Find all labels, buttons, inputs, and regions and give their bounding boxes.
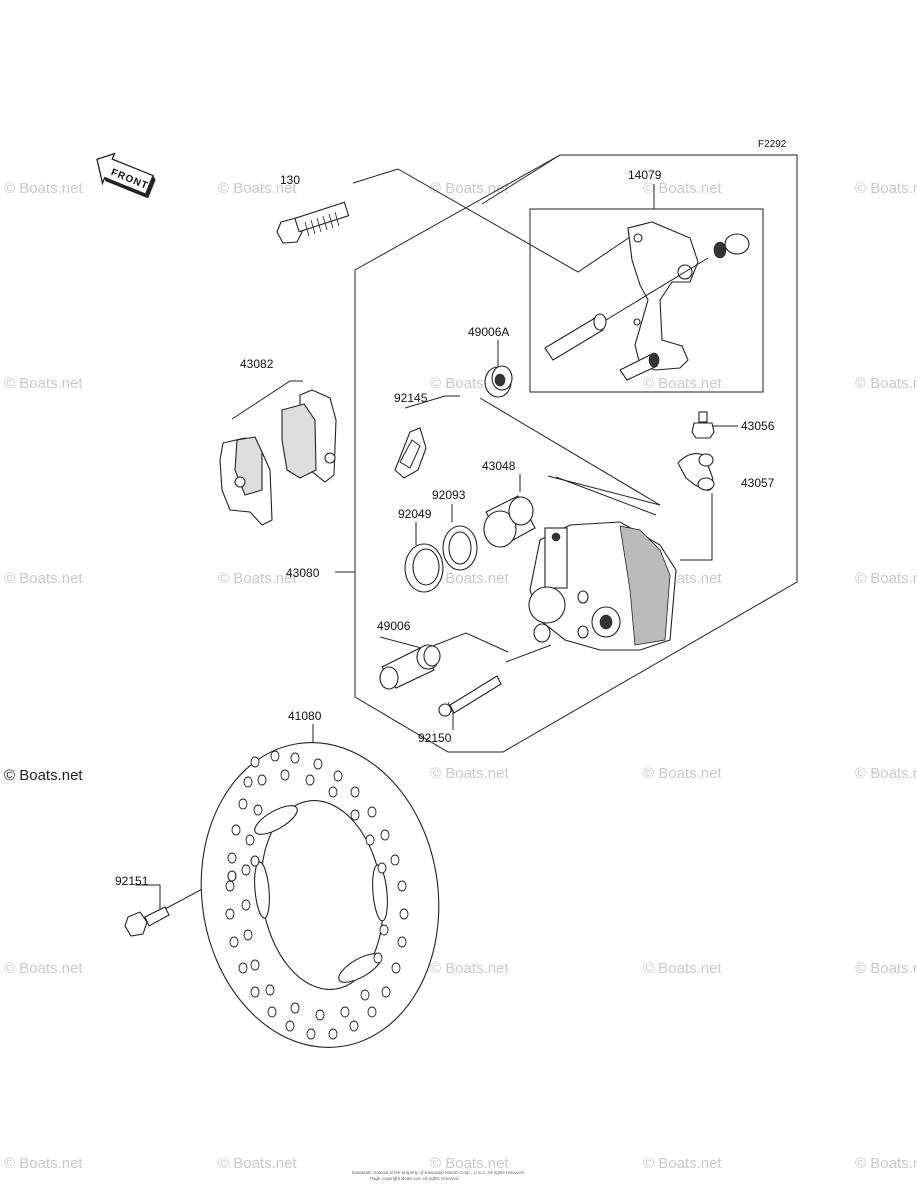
bolt-130 xyxy=(276,201,350,244)
watermark: © Boats.net xyxy=(4,570,83,587)
label-49006A: 49006A xyxy=(468,325,509,339)
disc-bolt xyxy=(124,906,170,937)
label-43082: 43082 xyxy=(240,357,274,371)
label-43080: 43080 xyxy=(286,566,320,580)
watermark: © Boats.net xyxy=(4,180,83,197)
watermark: © Boats.net xyxy=(643,1155,722,1172)
slide-pin xyxy=(379,644,441,690)
part-labels: 130 14079 43082 49006A 92145 43056 43048… xyxy=(115,168,775,888)
copyright-line-2: Page copyright Boats.net. All rights res… xyxy=(370,1176,460,1181)
label-92151: 92151 xyxy=(115,874,149,888)
brake-disc xyxy=(200,742,440,1048)
copyright-line-1: Kawasaki material is the property of Kaw… xyxy=(352,1170,525,1175)
watermark: © Boats.net xyxy=(855,960,917,977)
caliper-bracket xyxy=(544,221,750,381)
watermark: © Boats.net xyxy=(855,1155,917,1172)
label-43056: 43056 xyxy=(741,419,775,433)
caliper-body xyxy=(528,521,677,651)
watermark: © Boats.net xyxy=(4,1155,83,1172)
bleeder-valve xyxy=(691,411,715,439)
label-92145: 92145 xyxy=(394,391,428,405)
watermark: © Boats.net xyxy=(643,765,722,782)
bleeder-cap xyxy=(677,453,715,491)
boot-49006A xyxy=(484,365,513,398)
watermark: © Boats.net xyxy=(218,1155,297,1172)
bracket-box xyxy=(529,208,764,393)
label-92150: 92150 xyxy=(418,731,452,745)
brake-pads xyxy=(219,389,337,526)
watermark: © Boats.net xyxy=(4,375,83,392)
watermark: © Boats.net xyxy=(643,960,722,977)
label-43057: 43057 xyxy=(741,476,775,490)
watermark-strong: © Boats.net xyxy=(4,767,83,784)
watermark: © Boats.net xyxy=(855,765,917,782)
label-14079: 14079 xyxy=(628,168,662,182)
label-130: 130 xyxy=(280,173,300,187)
watermark: © Boats.net xyxy=(643,375,722,392)
watermark: © Boats.net xyxy=(643,180,722,197)
watermark: © Boats.net xyxy=(218,570,297,587)
watermark: © Boats.net xyxy=(430,765,509,782)
watermark: © Boats.net xyxy=(430,960,509,977)
dust-seal xyxy=(442,525,478,571)
front-arrow-icon: FRONT xyxy=(96,152,156,199)
piston-seal xyxy=(404,543,444,593)
label-41080: 41080 xyxy=(288,709,322,723)
pad-spring xyxy=(394,427,427,479)
figure-code: F2292 xyxy=(758,139,787,150)
watermark: © Boats.net xyxy=(430,570,509,587)
label-92049: 92049 xyxy=(398,507,432,521)
label-43048: 43048 xyxy=(482,459,516,473)
label-49006: 49006 xyxy=(377,619,411,633)
watermark: © Boats.net xyxy=(855,375,917,392)
assembly-outline-top xyxy=(481,154,561,205)
watermarks: © Boats.net © Boats.net © Boats.net © Bo… xyxy=(4,180,917,1172)
label-92093: 92093 xyxy=(432,488,466,502)
watermark: © Boats.net xyxy=(430,1155,509,1172)
watermark: © Boats.net xyxy=(855,570,917,587)
leader-lines xyxy=(135,168,738,912)
watermark: © Boats.net xyxy=(430,180,509,197)
watermark: © Boats.net xyxy=(218,180,297,197)
piston xyxy=(483,495,536,548)
watermark: © Boats.net xyxy=(4,960,83,977)
assembly-outline xyxy=(354,154,798,753)
caliper-bolt xyxy=(438,675,502,717)
watermark: © Boats.net xyxy=(855,180,917,197)
